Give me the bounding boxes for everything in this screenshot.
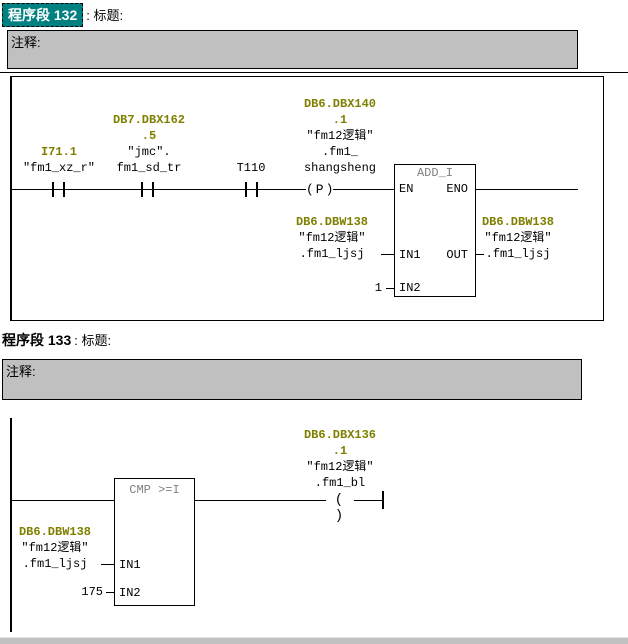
contact-fm1-xz-r[interactable]: I71.1 "fm1_xz_r" bbox=[9, 144, 109, 176]
operand-symbol: .fm1_bl bbox=[314, 476, 366, 490]
operand-symbol: "fm1_xz_r" bbox=[22, 161, 95, 175]
pin-out: OUT bbox=[446, 248, 468, 262]
cmp-block-title: CMP >=I bbox=[129, 483, 180, 497]
network-132-title-badge[interactable]: 程序段 132 bbox=[2, 3, 84, 27]
operand-address-bit: .5 bbox=[141, 129, 157, 143]
operand-symbol: "jmc". bbox=[127, 145, 171, 159]
in1-connector bbox=[381, 254, 394, 255]
add-in2-constant[interactable]: 1 bbox=[374, 281, 382, 295]
network-133-comment-box[interactable]: 注释: bbox=[2, 359, 582, 400]
network-132-comment-box[interactable]: 注释: bbox=[7, 30, 578, 69]
pin-in2: IN2 bbox=[119, 586, 141, 600]
operand-address: DB6.DBW138 bbox=[295, 215, 368, 229]
operand-symbol: fm1_sd_tr bbox=[116, 161, 182, 175]
coil-operand[interactable]: DB6.DBX136 .1 "fm12逻辑" .fm1_bl bbox=[290, 427, 390, 491]
network-133-title[interactable]: 程序段 133 bbox=[2, 332, 72, 348]
right-power-rail bbox=[382, 491, 384, 509]
add-out-operand[interactable]: DB6.DBW138 "fm12逻辑" .fm1_ljsj bbox=[481, 214, 555, 262]
contact-fm1-shangsheng[interactable]: DB6.DBX140 .1 "fm12逻辑" .fm1_ shangsheng bbox=[288, 96, 392, 176]
operand-address-bit: .1 bbox=[332, 113, 348, 127]
operand-symbol: "fm12逻辑" bbox=[306, 460, 374, 474]
out-connector bbox=[476, 254, 484, 255]
network-132-ladder-area[interactable] bbox=[10, 76, 604, 321]
add-in1-operand[interactable]: DB6.DBW138 "fm12逻辑" .fm1_ljsj bbox=[283, 214, 381, 262]
pin-in1: IN1 bbox=[119, 558, 141, 572]
operand-symbol: "fm12逻辑" bbox=[484, 231, 552, 245]
add-i-block-title: ADD_I bbox=[416, 166, 453, 180]
network-133-header: 程序段 133: 标题: bbox=[2, 330, 111, 350]
contact-bar bbox=[63, 182, 65, 197]
rung-line bbox=[195, 500, 382, 501]
cmp-in2-constant[interactable]: 175 bbox=[81, 585, 103, 599]
operand-address: DB6.DBW138 bbox=[18, 525, 91, 539]
operand-address: DB6.DBX136 bbox=[303, 428, 376, 442]
pin-in2: IN2 bbox=[399, 281, 421, 295]
operand-address: DB6.DBX140 bbox=[303, 97, 376, 111]
network-divider bbox=[0, 72, 628, 73]
pin-in1: IN1 bbox=[399, 248, 421, 262]
contact-bar bbox=[245, 182, 247, 197]
operand-symbol: .fm1_ljsj bbox=[299, 247, 365, 261]
operand-address: DB6.DBW138 bbox=[481, 215, 554, 229]
operand-symbol: shangsheng bbox=[303, 161, 376, 175]
output-coil[interactable]: ( ) bbox=[326, 492, 354, 524]
operand-address-bit: .1 bbox=[332, 444, 348, 458]
in1-connector bbox=[101, 564, 114, 565]
operand-symbol: "fm12逻辑" bbox=[298, 231, 366, 245]
in2-connector bbox=[106, 592, 114, 593]
pin-eno: ENO bbox=[446, 182, 468, 196]
positive-edge-contact[interactable]: (P) bbox=[306, 182, 336, 197]
contact-fm1-sd-tr[interactable]: DB7.DBX162 .5 "jmc". fm1_sd_tr bbox=[97, 112, 201, 176]
operand-symbol: .fm1_ljsj bbox=[485, 247, 551, 261]
contact-t110[interactable]: T110 bbox=[201, 160, 301, 176]
rung-line bbox=[11, 189, 394, 190]
contact-bar bbox=[141, 182, 143, 197]
contact-bar bbox=[256, 182, 258, 197]
in2-connector bbox=[386, 288, 394, 289]
comment-label: 注释: bbox=[11, 35, 41, 50]
operand-address: I71.1 bbox=[40, 145, 77, 159]
network-132-header: 程序段 132: 标题: bbox=[2, 3, 123, 27]
cmp-gei-block[interactable] bbox=[114, 478, 195, 606]
operand-symbol: "fm12逻辑" bbox=[306, 129, 374, 143]
cmp-in1-operand[interactable]: DB6.DBW138 "fm12逻辑" .fm1_ljsj bbox=[7, 524, 103, 572]
network-133-title-suffix[interactable]: : 标题: bbox=[74, 333, 112, 348]
operand-symbol: .fm1_ljsj bbox=[22, 557, 88, 571]
horizontal-scrollbar-track[interactable] bbox=[0, 637, 628, 644]
operand-symbol: .fm1_ bbox=[321, 145, 358, 159]
rung-line bbox=[11, 500, 114, 501]
add-i-block[interactable] bbox=[394, 164, 476, 297]
contact-bar bbox=[52, 182, 54, 197]
operand-symbol: "fm12逻辑" bbox=[21, 541, 89, 555]
left-power-rail bbox=[10, 418, 12, 632]
network-132-title-suffix[interactable]: : 标题: bbox=[86, 8, 124, 23]
operand-address: T110 bbox=[236, 161, 266, 175]
operand-address: DB7.DBX162 bbox=[112, 113, 185, 127]
pin-en: EN bbox=[399, 182, 414, 196]
comment-label: 注释: bbox=[6, 364, 36, 379]
rung-line-after-eno bbox=[476, 189, 578, 190]
contact-bar bbox=[152, 182, 154, 197]
